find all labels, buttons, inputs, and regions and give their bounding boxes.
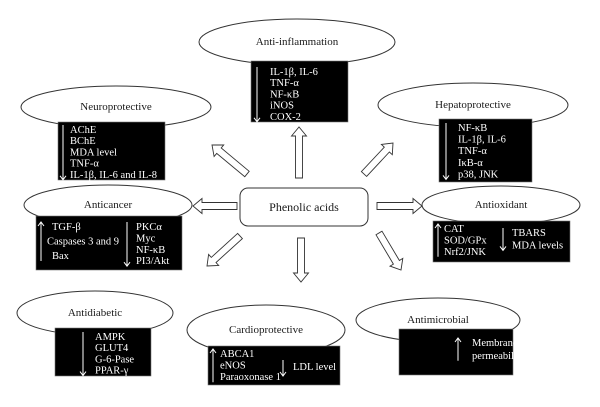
- up-arrow-icon: [434, 223, 442, 257]
- down-arrow-icon: [59, 125, 67, 181]
- effect-item: IL-1β, IL-6 and IL-8: [70, 170, 157, 181]
- effect-item: NF-κB: [458, 123, 487, 134]
- anti-inflammation-label: Anti-inflammation: [256, 36, 339, 48]
- arrow-to-anticancer-icon: [192, 197, 238, 215]
- effect-item: permeability: [472, 351, 526, 362]
- effect-item: TNF-α: [458, 146, 487, 157]
- effect-item: GLUT4: [95, 343, 129, 354]
- antimicrobial-effects-box: [398, 328, 514, 376]
- effect-item: SOD/GPx: [444, 235, 487, 246]
- effect-item: G-6-Pase: [95, 354, 134, 365]
- effect-item: TGF-β: [52, 222, 81, 233]
- connector-arrows: [192, 126, 423, 283]
- phenolic-acids-box: [239, 187, 369, 227]
- effect-item: MDA levels: [512, 240, 563, 251]
- down-arrow-icon: [442, 123, 450, 181]
- arrow-to-antimicrobial-icon: [375, 230, 404, 271]
- down-arrow-icon: [279, 360, 287, 377]
- effect-item: AChE: [70, 125, 96, 136]
- down-arrow-icon: [79, 332, 87, 377]
- effect-item: NF-κB: [136, 245, 165, 256]
- effect-item: IκB-α: [458, 158, 483, 169]
- effect-item: AMPK: [95, 332, 126, 343]
- effect-item: COX-2: [270, 112, 301, 123]
- effect-item: PPAR-γ: [95, 366, 129, 377]
- effect-item: Paraoxonase 1: [220, 372, 281, 383]
- effect-item: ABCA1: [220, 349, 254, 360]
- effect-item: BChE: [70, 136, 96, 147]
- arrow-to-neuroprotective-icon: [211, 144, 250, 178]
- effect-item: Caspases 3 and 9: [47, 237, 119, 248]
- antioxidant-label: Antioxidant: [475, 199, 528, 211]
- neuroprotective-effects-box: [57, 121, 166, 181]
- effect-item: PI3/Akt: [136, 256, 169, 267]
- arrow-to-antidiabetic-icon: [206, 232, 244, 267]
- effect-item: IL-1β, IL-6: [270, 67, 318, 78]
- arrow-to-hepatoprotective-icon: [360, 142, 394, 178]
- effect-item: Myc: [136, 233, 156, 244]
- effect-item: Membrane: [472, 338, 518, 349]
- central-node: Phenolic acids: [239, 187, 369, 227]
- cardioprotective-label: Cardioprotective: [229, 324, 303, 336]
- antimicrobial-label: Antimicrobial: [407, 314, 469, 326]
- antioxidant-effects-box: [432, 220, 571, 263]
- up-arrow-icon: [37, 221, 45, 261]
- cardioprotective-effects-box: [207, 345, 341, 386]
- anticancer-label: Anticancer: [84, 199, 133, 211]
- neuroprotective-label: Neuroprotective: [80, 101, 152, 113]
- arrow-to-antioxidant-icon: [376, 197, 423, 215]
- anticancer-effects-box: [35, 215, 183, 271]
- effect-item: TNF-α: [270, 78, 299, 89]
- phenolic-acids-label: Phenolic acids: [269, 200, 339, 214]
- antidiabetic-label: Antidiabetic: [68, 307, 122, 319]
- effect-item: p38, JNK: [458, 169, 499, 180]
- arrow-to-cardioprotective-icon: [292, 237, 310, 283]
- hepatoprotective-effects-box: [438, 118, 533, 183]
- antidiabetic-effects-box: [54, 327, 152, 377]
- effect-item: TNF-α: [70, 159, 99, 170]
- effect-item: Nrf2/JNK: [444, 247, 486, 258]
- effect-item: iNOS: [270, 101, 294, 112]
- effect-item: IL-1β, IL-6: [458, 135, 506, 146]
- effect-item: MDA level: [70, 147, 117, 158]
- effect-item: NF-κB: [270, 89, 299, 100]
- effect-item: TBARS: [512, 228, 546, 239]
- arrow-to-anti-inflammation-icon: [290, 126, 308, 179]
- up-arrow-icon: [209, 348, 217, 383]
- effect-item: eNOS: [220, 361, 246, 372]
- effect-item: LDL level: [293, 362, 336, 373]
- effect-item: Bax: [52, 251, 70, 262]
- down-arrow-icon: [123, 222, 131, 268]
- down-arrow-icon: [499, 228, 507, 252]
- effect-item: PKCα: [136, 222, 162, 233]
- anti-inflammation-effects-box: [250, 60, 349, 123]
- hepatoprotective-label: Hepatoprotective: [435, 99, 511, 111]
- down-arrow-icon: [253, 67, 261, 123]
- up-arrow-icon: [454, 337, 462, 361]
- effect-item: CAT: [444, 224, 464, 235]
